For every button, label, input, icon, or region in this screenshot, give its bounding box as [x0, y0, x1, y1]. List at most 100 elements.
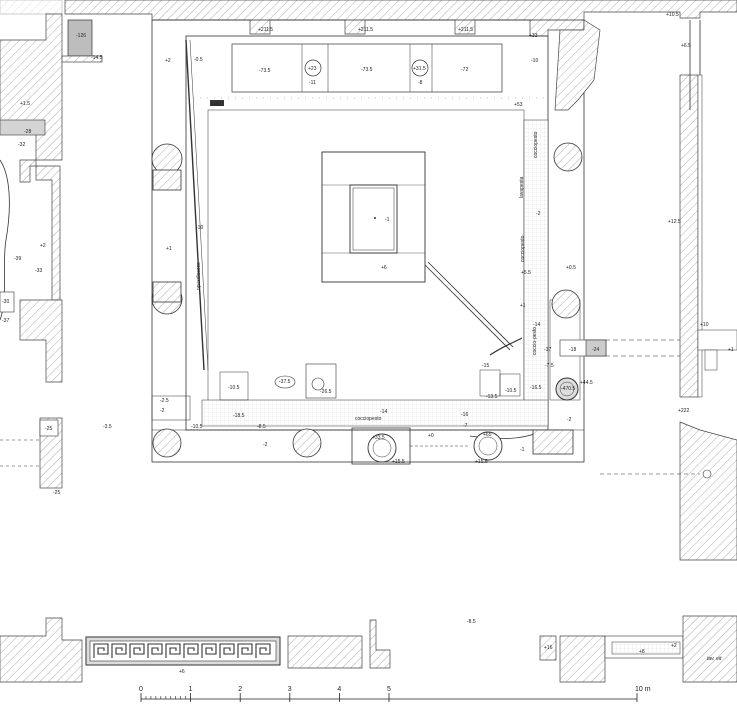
elevation-label: -2	[536, 211, 541, 217]
elevation-label: -14	[533, 322, 540, 328]
scale-tick-label: 4	[337, 686, 341, 693]
elevation-label: +1	[728, 347, 734, 353]
elevation-label: +23	[308, 66, 317, 72]
elevation-label: -28	[24, 129, 31, 135]
central-basin	[321, 151, 523, 356]
elevation-label: +12.5	[668, 219, 681, 225]
scale-tick-label: 2	[238, 686, 242, 693]
elevation-label: -126	[76, 33, 86, 39]
elevation-label: -39	[14, 256, 21, 262]
scale-tick-label: 3	[288, 686, 292, 693]
west-structures	[0, 13, 103, 489]
scale-tick-label: 1	[189, 686, 193, 693]
elevation-label: -8	[418, 80, 423, 86]
north-wall-band	[0, 0, 737, 37]
column	[152, 428, 182, 458]
material-label: cocciopesto	[520, 235, 526, 262]
elevation-label: -37.5	[279, 379, 291, 385]
elevation-label: -2	[263, 442, 268, 448]
elevation-label: +1.5	[20, 101, 30, 107]
elevation-label: +6.5	[681, 43, 691, 49]
elevation-label: -73.5	[361, 67, 373, 73]
elevation-label: +51	[213, 102, 222, 108]
elevation-label: +15.5	[392, 459, 405, 465]
scale-tick-label: 5	[387, 686, 391, 693]
elevation-label: -7	[463, 423, 468, 429]
elevation-label: -10.5	[228, 385, 240, 391]
elevation-label: -14	[380, 409, 387, 415]
elevation-label: +211.5	[258, 27, 273, 33]
south-room-features	[219, 363, 541, 465]
material-labels: cocciopesto cocciopesto lavapesta coccio…	[196, 131, 539, 422]
elevation-label: +44.5	[580, 380, 593, 386]
elevation-label: -25	[45, 426, 52, 432]
elevation-label: +1	[520, 303, 526, 309]
elevation-label: -37	[2, 318, 9, 324]
elevation-labels: +211.5 +211.5 +211.5 +33 +10.5 -126 -14.…	[2, 12, 734, 675]
elevation-label: +1	[166, 246, 172, 252]
column	[553, 142, 583, 172]
elevation-label: -7.5	[545, 363, 554, 369]
elevation-label: -15	[482, 363, 489, 369]
material-label: coccio-pesto	[532, 327, 538, 355]
elevation-label: -17	[544, 347, 551, 353]
material-label: opusdicocco	[196, 262, 202, 290]
elevation-label: +10	[700, 322, 709, 328]
elevation-label: -73.5	[259, 68, 271, 74]
column	[292, 428, 322, 458]
elevation-label: -3.5	[103, 424, 112, 430]
elevation-label: +5.5	[521, 270, 531, 276]
elevation-label: -2	[160, 408, 165, 414]
column	[151, 143, 183, 175]
elevation-label: +2	[40, 243, 46, 249]
elevation-label: +0.5	[566, 265, 576, 271]
scale-tick-label: 0	[139, 686, 143, 693]
elevation-label: -25	[53, 490, 60, 496]
elevation-label: -8.5	[467, 619, 476, 625]
material-label: lavapesta	[519, 176, 525, 198]
column-bases	[151, 142, 583, 463]
elevation-label: +222	[678, 408, 689, 414]
elevation-label: +15.5	[475, 459, 488, 465]
elevation-label: -11	[309, 80, 316, 86]
elevation-label: +2	[671, 643, 677, 649]
meander-mosaic	[93, 643, 271, 658]
material-label: cocciopesto	[355, 416, 382, 422]
elevation-label: -16	[461, 412, 468, 418]
elevation-label: -18	[569, 347, 576, 353]
elevation-label: +10.5	[666, 12, 679, 18]
elevation-label: -2	[567, 417, 572, 423]
elevation-label: -32	[18, 142, 25, 148]
elevation-label: +0	[428, 433, 434, 439]
elevation-label: -10.5	[505, 388, 517, 394]
elevation-label: -33	[35, 268, 42, 274]
elevation-label: -14.5	[91, 55, 103, 61]
elevation-label: -0.5	[194, 57, 203, 63]
elevation-label: -10	[531, 58, 538, 64]
elevation-label: -1	[385, 217, 390, 223]
scale-tick-label: 10 m	[635, 686, 651, 693]
elevation-label: +33	[529, 33, 538, 39]
scale-bar: 0 1 2 3 4 5 10 m	[139, 686, 651, 702]
elevation-label: -16.5	[530, 385, 542, 391]
elevation-label: +53	[514, 102, 523, 108]
elevation-label: +6	[381, 265, 387, 271]
elevation-label: -24	[592, 347, 599, 353]
elevation-label: -8.5	[257, 424, 266, 430]
elevation-label: -10.5	[191, 424, 203, 430]
elevation-label: tav. eit	[707, 656, 722, 662]
elevation-label: +65	[483, 432, 492, 438]
elevation-label: +33.5	[372, 435, 385, 441]
elevation-label: -1	[520, 447, 525, 453]
elevation-label: +211.5	[358, 27, 373, 33]
elevation-label: -30	[2, 299, 9, 305]
elevation-label: -72	[461, 67, 468, 73]
elevation-label: -13.5	[486, 394, 498, 400]
material-label: cocciopesto	[533, 131, 539, 158]
elevation-label: -2.5	[160, 398, 169, 404]
elevation-label: +16	[544, 645, 553, 651]
south-strip	[0, 615, 737, 683]
elevation-label: -26.5	[320, 389, 332, 395]
elevation-label: -470.5	[561, 386, 575, 392]
